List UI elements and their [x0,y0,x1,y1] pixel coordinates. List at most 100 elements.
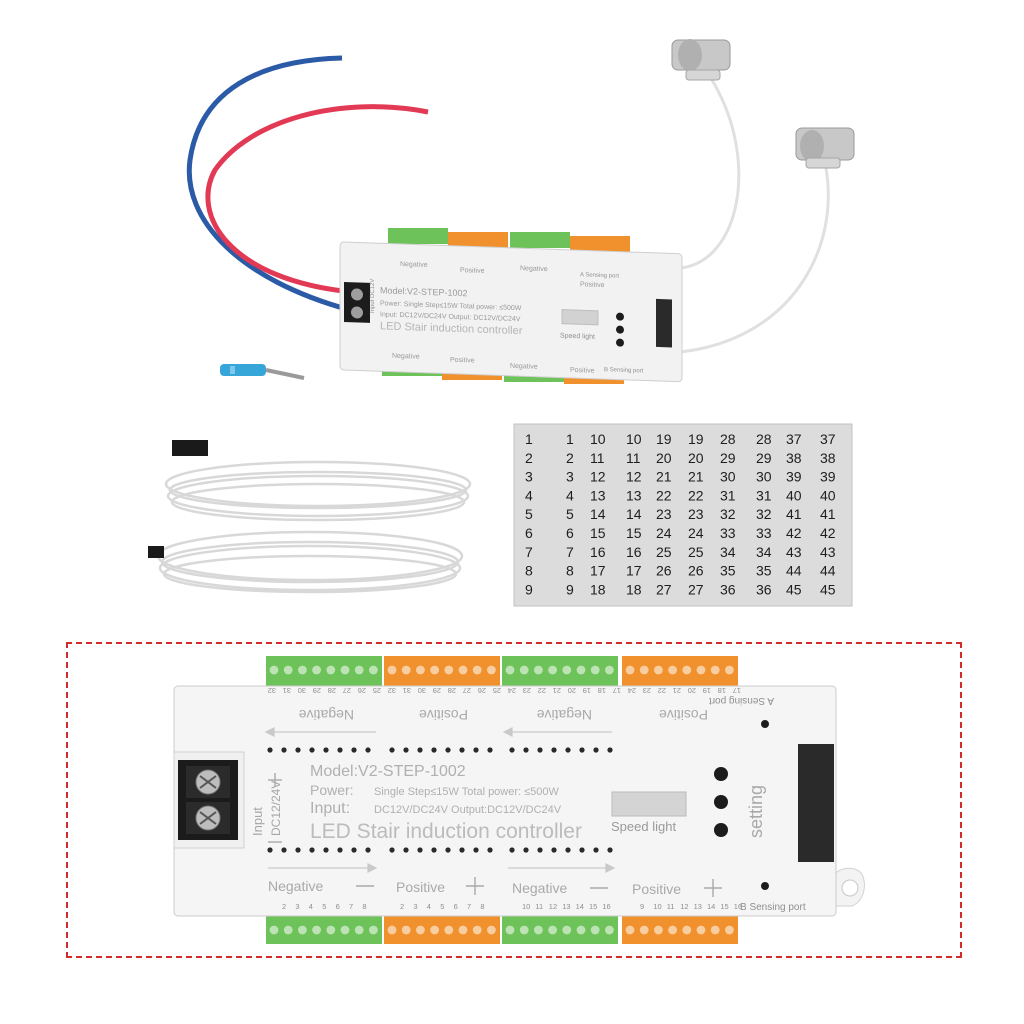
indicator-dot-icon [565,747,571,753]
small-power-text: Power: Single Step≤15W Total power: ≤500… [380,300,522,312]
sticker-number: 31 [720,487,736,503]
terminal-screw-icon [519,925,529,935]
indicator-dot-icon [445,747,451,753]
sticker-number: 8 [525,563,533,579]
terminal-screw-icon [416,665,425,675]
sticker-number: 11 [590,450,605,466]
sticker-number: 23 [656,506,672,522]
setting-button-3[interactable] [714,823,728,837]
sticker-number: 24 [688,525,704,541]
channel-number-bottom: 13 [562,902,570,911]
terminal-screw-icon [505,925,515,935]
sticker-number: 44 [820,563,836,579]
sticker-number: 4 [525,487,533,503]
sticker-number: 2 [525,450,533,466]
terminal-screw-icon [576,925,586,935]
channel-number-bottom: 5 [440,902,444,911]
channel-number-top: 21 [673,686,681,695]
terminal-screw-icon [283,925,293,935]
channel-number-bottom: 6 [454,902,458,911]
indicator-dot-icon [389,747,395,753]
indicator-dot-icon [337,847,343,853]
small-negative-bottom: Negative [392,353,420,361]
sticker-number: 43 [786,544,802,560]
strip-connector-1-icon [172,440,208,456]
channel-number-top: 25 [493,686,501,695]
terminal-screw-icon [444,925,454,935]
sticker-number: 9 [525,581,533,597]
indicator-dot-icon [551,847,557,853]
small-model-text: Model:V2-STEP-1002 [380,285,468,298]
channel-number-top: 30 [298,686,306,695]
power-detail: Single Step≤15W Total power: ≤500W [374,786,560,798]
small-positive-top-2: Positive [580,281,605,289]
setting-button-1[interactable] [714,767,728,781]
sticker-number: 37 [820,431,836,447]
indicator-dot-icon [281,747,287,753]
sticker-number: 4 [566,487,574,503]
screwdriver-icon [220,364,305,380]
sticker-number: 1 [566,431,574,447]
terminal-screw-icon [562,665,572,675]
channel-number-bottom: 12 [680,902,688,911]
terminal-screw-icon [312,925,321,935]
product-name: LED Stair induction controller [310,820,582,843]
speed-light-display [611,791,687,817]
indicator-dot-icon [431,847,437,853]
sticker-number: 19 [656,431,672,447]
sticker-number: 21 [688,469,704,485]
small-speed-light: Speed light [560,333,595,341]
small-positive-bottom-2: Positive [570,367,595,375]
terminal-screw-icon [534,665,543,675]
channel-number-bottom: 10 [522,902,530,911]
channel-number-bottom: 12 [549,902,557,911]
indicator-dot-icon [323,847,329,853]
terminal-screw-icon [472,665,482,675]
setting-label: setting [746,785,766,838]
indicator-dot-icon [473,747,479,753]
sticker-number: 40 [820,487,836,503]
sticker-number: 34 [756,544,772,560]
channel-number-top: 30 [418,686,426,695]
indicator-dot-icon [351,747,357,753]
channel-number-bottom: 13 [694,902,702,911]
channel-number-bottom: 11 [667,902,675,911]
indicator-dot-icon [459,847,465,853]
sticker-number: 16 [626,544,642,560]
sticker-number: 1 [525,431,533,447]
top-arrows [264,727,612,737]
channel-number-bottom: 7 [349,902,353,911]
indicator-dot-icon [537,747,543,753]
setting-button-2[interactable] [714,795,728,809]
input-detail: DC12V/DC24V Output:DC12V/DC24V [374,804,562,816]
indicator-dot-icon [417,847,423,853]
sticker-number: 17 [626,563,642,579]
indicator-dot-icon [267,847,273,853]
bottom-terminal-block [384,914,500,944]
channel-number-bottom: 4 [309,902,313,911]
product-photo: Model:V2-STEP-1002 Power: Single Step≤15… [148,39,855,607]
led-strip-coil-2 [156,530,464,594]
channel-number-bottom: 14 [576,902,584,911]
sticker-number: 27 [688,581,704,597]
terminal-screw-icon [487,665,496,675]
indicator-dot-icon [607,747,613,753]
terminal-screw-icon [625,665,635,675]
indicator-dot-icon [487,747,493,753]
sticker-number: 18 [590,581,606,597]
indicator-dot-icon [295,747,301,753]
indicator-dot-icon [473,847,479,853]
sticker-number: 10 [590,431,606,447]
top-positive-label-1: Positive [419,707,468,723]
sticker-number: 14 [626,506,642,522]
terminal-screw-icon [458,925,468,935]
sticker-number: 38 [786,450,802,466]
indicator-dot-icon [267,747,273,753]
indicator-dot-icon [579,747,585,753]
small-negative-bottom-2: Negative [510,363,538,371]
sticker-number: 16 [590,544,606,560]
sticker-number: 40 [786,487,802,503]
terminal-screw-icon [269,665,279,675]
